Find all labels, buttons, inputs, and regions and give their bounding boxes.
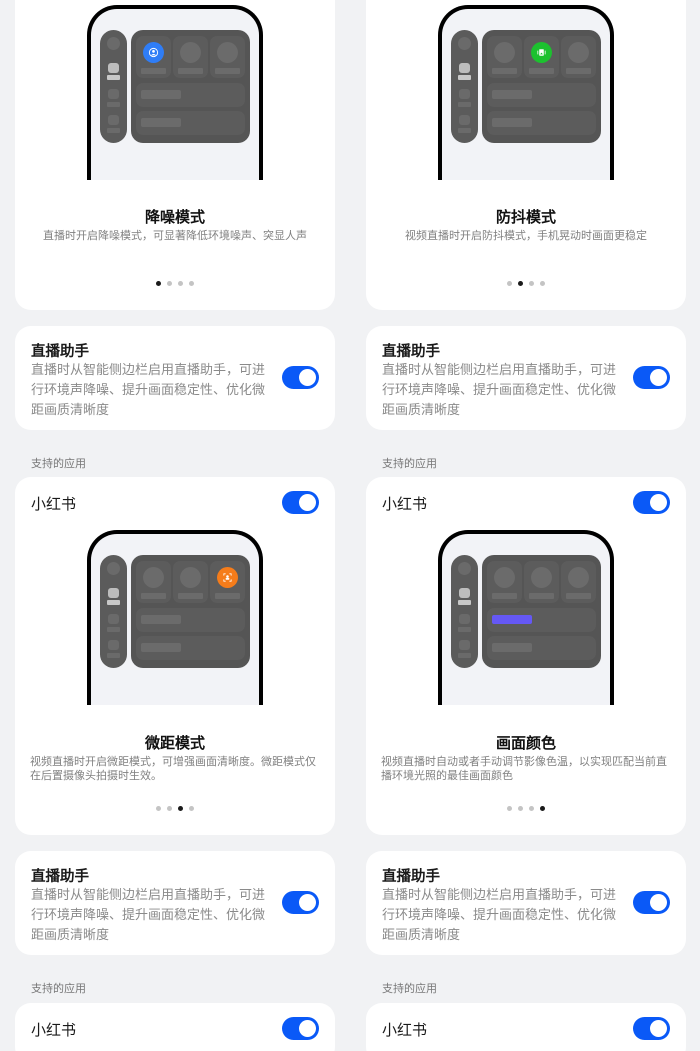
setting-description: 直播时从智能侧边栏启用直播助手，可进行环境声降噪、提升画面稳定性、优化微距画质清… xyxy=(31,888,266,943)
phone-mockup-illustration xyxy=(438,530,614,705)
feature-title: 画面颜色 xyxy=(495,734,556,752)
live-assistant-toggle[interactable] xyxy=(633,366,670,389)
feature-carousel-card[interactable]: 降噪模式 直播时开启降噪模式，可显著降低环境噪声、突显人声 xyxy=(15,0,335,310)
control-panel-mockup xyxy=(482,30,601,143)
phone-mockup-illustration xyxy=(87,5,263,180)
feature-description: 直播时开启降噪模式，可显著降低环境噪声、突显人声 xyxy=(43,229,307,242)
carousel-page-indicator[interactable] xyxy=(366,806,686,811)
supported-apps-label: 支持的应用 xyxy=(31,982,86,995)
app-card-xiaohongshu: 小红书 xyxy=(15,1003,335,1051)
feature-description: 视频直播时开启防抖模式，手机晃动时画面更稳定 xyxy=(405,229,647,242)
live-assistant-toggle[interactable] xyxy=(282,366,319,389)
page-dot-4[interactable] xyxy=(540,281,545,286)
page-dot-2[interactable] xyxy=(167,806,172,811)
page-dot-3[interactable] xyxy=(529,281,534,286)
app-name: 小红书 xyxy=(382,495,428,513)
noise-reduction-icon xyxy=(143,42,164,63)
sidebar-mockup xyxy=(451,555,478,668)
carousel-page-indicator[interactable] xyxy=(15,281,335,286)
page-dot-2[interactable] xyxy=(518,281,523,286)
setting-title: 直播助手 xyxy=(31,869,89,885)
feature-carousel[interactable]: 画面颜色 视频直播时自动或者手动调节影像色温，以实现匹配当前直播环境光照的最佳画… xyxy=(366,477,686,835)
page-dot-3[interactable] xyxy=(178,281,183,286)
toggle-knob xyxy=(650,494,667,511)
sidebar-mockup xyxy=(100,30,127,143)
page-dot-1[interactable] xyxy=(507,806,512,811)
supported-apps-label: 支持的应用 xyxy=(382,457,437,470)
supported-apps-label: 支持的应用 xyxy=(382,982,437,995)
page-dot-3[interactable] xyxy=(529,806,534,811)
page-dot-1[interactable] xyxy=(507,281,512,286)
feature-title: 微距模式 xyxy=(144,734,205,752)
feature-title: 防抖模式 xyxy=(495,208,556,226)
app-toggle-xiaohongshu[interactable] xyxy=(282,491,319,514)
sidebar-mockup xyxy=(451,30,478,143)
live-assistant-setting: 直播助手 直播时从智能侧边栏启用直播助手，可进行环境声降噪、提升画面稳定性、优化… xyxy=(15,326,335,430)
control-panel-mockup xyxy=(482,555,601,668)
app-name: 小红书 xyxy=(382,1021,428,1039)
stabilization-icon xyxy=(531,42,552,63)
carousel-page-indicator[interactable] xyxy=(366,281,686,286)
toggle-knob xyxy=(299,894,316,911)
live-assistant-toggle[interactable] xyxy=(633,891,670,914)
toggle-knob xyxy=(299,369,316,386)
page-dot-1[interactable] xyxy=(156,806,161,811)
toggle-knob xyxy=(650,894,667,911)
supported-apps-label: 支持的应用 xyxy=(31,457,86,470)
setting-description: 直播时从智能侧边栏启用直播助手，可进行环境声降噪、提升画面稳定性、优化微距画质清… xyxy=(31,363,266,418)
feature-carousel[interactable]: 微距模式 视频直播时开启微距模式，可增强画面清晰度。微距模式仅在后置摄像头拍摄时… xyxy=(15,477,335,835)
control-panel-mockup xyxy=(131,555,250,668)
app-card-xiaohongshu: 小红书 xyxy=(15,477,335,835)
page-dot-4[interactable] xyxy=(189,281,194,286)
live-assistant-setting: 直播助手 直播时从智能侧边栏启用直播助手，可进行环境声降噪、提升画面稳定性、优化… xyxy=(15,851,335,955)
carousel-page-indicator[interactable] xyxy=(15,806,335,811)
macro-icon xyxy=(217,567,238,588)
toggle-knob xyxy=(650,1020,667,1037)
setting-title: 直播助手 xyxy=(382,344,440,360)
page-dot-1[interactable] xyxy=(156,281,161,286)
app-toggle-xiaohongshu[interactable] xyxy=(633,1017,670,1040)
page-dot-2[interactable] xyxy=(518,806,523,811)
live-assistant-setting: 直播助手 直播时从智能侧边栏启用直播助手，可进行环境声降噪、提升画面稳定性、优化… xyxy=(366,851,686,955)
feature-description: 视频直播时自动或者手动调节影像色温，以实现匹配当前直播环境光照的最佳画面颜色 xyxy=(381,755,667,782)
live-assistant-toggle[interactable] xyxy=(282,891,319,914)
page-dot-3[interactable] xyxy=(178,806,183,811)
app-card-xiaohongshu: 小红书 xyxy=(366,1003,686,1051)
color-slider-bar xyxy=(492,615,532,624)
app-name: 小红书 xyxy=(31,1021,77,1039)
phone-mockup-illustration xyxy=(87,530,263,705)
setting-description: 直播时从智能侧边栏启用直播助手，可进行环境声降噪、提升画面稳定性、优化微距画质清… xyxy=(382,888,617,943)
page-dot-4[interactable] xyxy=(540,806,545,811)
sidebar-mockup xyxy=(100,555,127,668)
page-dot-2[interactable] xyxy=(167,281,172,286)
toggle-knob xyxy=(299,1020,316,1037)
page-dot-4[interactable] xyxy=(189,806,194,811)
app-name: 小红书 xyxy=(31,495,77,513)
phone-mockup-illustration xyxy=(438,5,614,180)
app-toggle-xiaohongshu[interactable] xyxy=(633,491,670,514)
setting-description: 直播时从智能侧边栏启用直播助手，可进行环境声降噪、提升画面稳定性、优化微距画质清… xyxy=(382,363,617,418)
toggle-knob xyxy=(650,369,667,386)
feature-carousel-card[interactable]: 防抖模式 视频直播时开启防抖模式，手机晃动时画面更稳定 xyxy=(366,0,686,310)
app-card-xiaohongshu: 小红书 xyxy=(366,477,686,835)
app-toggle-xiaohongshu[interactable] xyxy=(282,1017,319,1040)
feature-description: 视频直播时开启微距模式，可增强画面清晰度。微距模式仅在后置摄像头拍摄时生效。 xyxy=(30,755,316,782)
setting-title: 直播助手 xyxy=(31,344,89,360)
feature-title: 降噪模式 xyxy=(144,208,205,226)
control-panel-mockup xyxy=(131,30,250,143)
toggle-knob xyxy=(299,494,316,511)
live-assistant-setting: 直播助手 直播时从智能侧边栏启用直播助手，可进行环境声降噪、提升画面稳定性、优化… xyxy=(366,326,686,430)
setting-title: 直播助手 xyxy=(382,869,440,885)
